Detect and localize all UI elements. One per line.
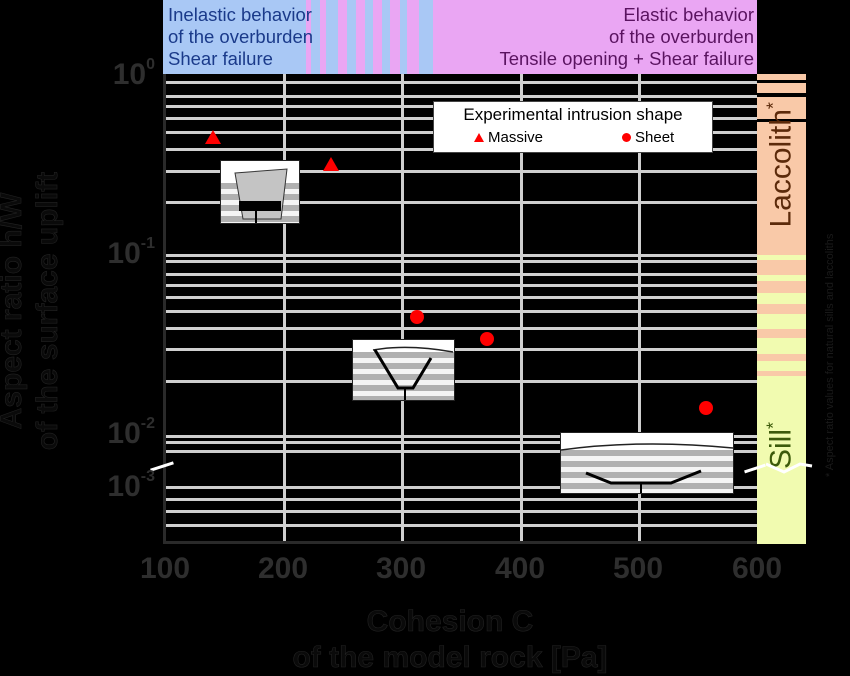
- gridline: [166, 380, 757, 383]
- elastic-line-3: Tensile opening + Shear failure: [499, 48, 754, 69]
- gridline: [166, 296, 757, 299]
- gridline: [401, 74, 404, 541]
- y-tick-label: 10-2: [107, 415, 155, 450]
- laccolith-text: Laccolith: [764, 109, 798, 228]
- elastic-region-label: Elastic behavior of the overburden Tensi…: [440, 4, 754, 70]
- sill-intrusion-sketch: [561, 443, 733, 493]
- overlap-band: [757, 281, 806, 293]
- massive-marker: [205, 130, 221, 144]
- sheet-marker: [699, 401, 713, 415]
- x-tick-label: 100: [139, 552, 191, 585]
- gridline: [166, 486, 757, 489]
- y-axis-label: Aspect ratio h/W of the surface uplift: [0, 101, 66, 521]
- overlap-band: [757, 354, 806, 361]
- inelastic-line-1: Inelastic behavior: [168, 4, 312, 25]
- y-tick-label: 10-3: [107, 468, 155, 503]
- asterisk: *: [763, 102, 784, 110]
- behavior-band-background: [163, 0, 757, 74]
- inelastic-line-3: Shear failure: [168, 48, 273, 69]
- laccolith-label: Laccolith*: [764, 102, 799, 227]
- circle-icon: [622, 133, 631, 142]
- gridline: [166, 348, 757, 351]
- asterisk: *: [763, 421, 784, 429]
- sheet-intrusion-sketch: [372, 346, 454, 400]
- gridline: [166, 95, 757, 98]
- x-tick-label: 200: [257, 552, 309, 585]
- y-tick-label: 100: [112, 56, 155, 91]
- x-tick-label: 600: [731, 552, 783, 585]
- x-axis-label-line: Cohesion C: [366, 605, 534, 639]
- gridline: [638, 74, 641, 541]
- overlap-band: [757, 329, 806, 338]
- inelastic-region-label: Inelastic behavior of the overburden She…: [168, 4, 313, 70]
- natural-range-bar: [757, 74, 806, 544]
- y-axis-label-line: Aspect ratio h/W: [0, 192, 28, 430]
- elastic-line-2: of the overburden: [608, 26, 754, 47]
- gridline: [166, 284, 757, 287]
- sill-region: [757, 255, 806, 544]
- gridline: [166, 327, 757, 330]
- legend: Experimental intrusion shape Massive She…: [433, 101, 713, 153]
- x-axis-label-line: of the model rock [Pa]: [292, 641, 608, 675]
- overlap-band: [757, 371, 806, 376]
- gridline: [520, 74, 523, 541]
- sheet-marker: [480, 332, 494, 346]
- y-tick-label: 10-1: [107, 235, 155, 270]
- gridline: [166, 498, 757, 501]
- gridline: [166, 260, 757, 263]
- gridline: [166, 273, 757, 276]
- laccolith-region: [757, 122, 806, 255]
- legend-label: Massive: [488, 129, 544, 146]
- legend-label: Sheet: [635, 129, 675, 146]
- laccolith-band: [757, 83, 806, 93]
- gridline: [166, 510, 757, 513]
- laccolith-band: [757, 97, 806, 119]
- laccolith-band: [757, 74, 806, 80]
- sheet-intrusion-inset: [352, 339, 455, 401]
- legend-item-massive: Massive: [474, 129, 543, 146]
- massive-intrusion-inset: [220, 160, 300, 224]
- gridline: [166, 81, 757, 84]
- gridline: [166, 450, 757, 453]
- side-note: * Aspect ratio values for natural sills …: [824, 233, 836, 477]
- y-axis-label-line: of the surface uplift: [31, 171, 65, 451]
- overlap-band: [757, 260, 806, 275]
- inset-layers: [561, 450, 733, 493]
- elastic-line-1: Elastic behavior: [623, 4, 754, 25]
- gridline: [283, 74, 286, 541]
- behavior-band: [163, 0, 757, 74]
- inset-layers: [353, 352, 454, 400]
- gridline: [166, 170, 757, 173]
- legend-title: Experimental intrusion shape: [463, 105, 683, 124]
- x-tick-label: 400: [494, 552, 546, 585]
- gridline: [166, 435, 757, 438]
- inelastic-line-2: of the overburden: [168, 26, 314, 47]
- overlap-band: [757, 304, 806, 314]
- gridline: [166, 201, 757, 204]
- sill-intrusion-inset: [560, 432, 734, 494]
- gridline: [166, 524, 757, 527]
- axis-break-zigzag: [766, 462, 813, 474]
- sheet-marker: [410, 310, 424, 324]
- x-axis-label: Cohesion C of the model rock [Pa]: [200, 604, 700, 676]
- x-tick-label: 300: [375, 552, 427, 585]
- gridline: [166, 310, 757, 313]
- x-tick-label: 500: [612, 552, 664, 585]
- gridline: [166, 254, 757, 257]
- triangle-icon: [474, 133, 484, 142]
- massive-marker: [323, 157, 339, 171]
- legend-item-sheet: Sheet: [622, 129, 674, 146]
- gridline: [166, 441, 757, 444]
- massive-intrusion-sketch: [234, 168, 288, 223]
